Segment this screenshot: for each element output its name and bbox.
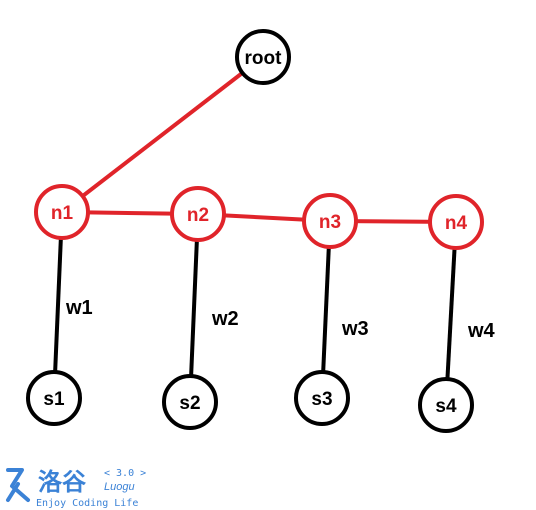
node-label-n3: n3 [319, 212, 341, 233]
edge-n2-s2 [188, 213, 200, 403]
edge-label-w3: w3 [341, 318, 369, 340]
watermark-brand-cn: 洛谷 [38, 468, 87, 496]
edge-labels-layer: w1 w2 w3 w4 [65, 297, 496, 342]
node-label-s3: s3 [311, 389, 332, 410]
nodes-layer: root n1 n2 n3 n4 s1 s2 s3 s4 [26, 29, 484, 433]
luogu-watermark: 洛谷 < 3.0 > Luogu Enjoy Coding Life [6, 468, 146, 509]
edge-root-n1 [60, 55, 265, 214]
luogu-logo-icon [6, 468, 30, 502]
node-n4: n4 [428, 194, 484, 250]
node-label-n4: n4 [445, 213, 468, 234]
edge-label-w1: w1 [65, 297, 93, 319]
node-circle-s4 [418, 377, 474, 433]
node-label-n2: n2 [187, 205, 209, 226]
node-s1: s1 [26, 370, 82, 426]
node-label-s1: s1 [43, 389, 65, 410]
node-circle-n2 [170, 186, 226, 242]
edges-layer [52, 55, 458, 406]
watermark-brand-en: Luogu [104, 481, 135, 493]
node-label-n1: n1 [51, 203, 74, 224]
node-label-s2: s2 [179, 393, 200, 414]
edge-label-w4: w4 [467, 320, 496, 342]
node-s2: s2 [162, 374, 218, 430]
node-circle-s2 [162, 374, 218, 430]
node-circle-n1 [34, 184, 90, 240]
node-n3: n3 [302, 193, 358, 249]
edge-n4-s4 [444, 221, 458, 406]
edge-n3-s3 [320, 220, 332, 399]
watermark-version: < 3.0 > [104, 468, 146, 479]
node-label-root: root [245, 48, 283, 69]
node-circle-n4 [428, 194, 484, 250]
node-s4: s4 [418, 377, 474, 433]
node-circle-root [235, 29, 291, 85]
node-circle-n3 [302, 193, 358, 249]
node-n2: n2 [170, 186, 226, 242]
node-circle-s1 [26, 370, 82, 426]
node-s3: s3 [294, 370, 350, 426]
node-root: root [235, 29, 291, 85]
node-circle-s3 [294, 370, 350, 426]
watermark-slogan: Enjoy Coding Life [36, 498, 138, 509]
node-label-s4: s4 [435, 396, 457, 417]
edge-n1-s1 [52, 211, 64, 399]
node-n1: n1 [34, 184, 90, 240]
edge-label-w2: w2 [211, 308, 239, 330]
